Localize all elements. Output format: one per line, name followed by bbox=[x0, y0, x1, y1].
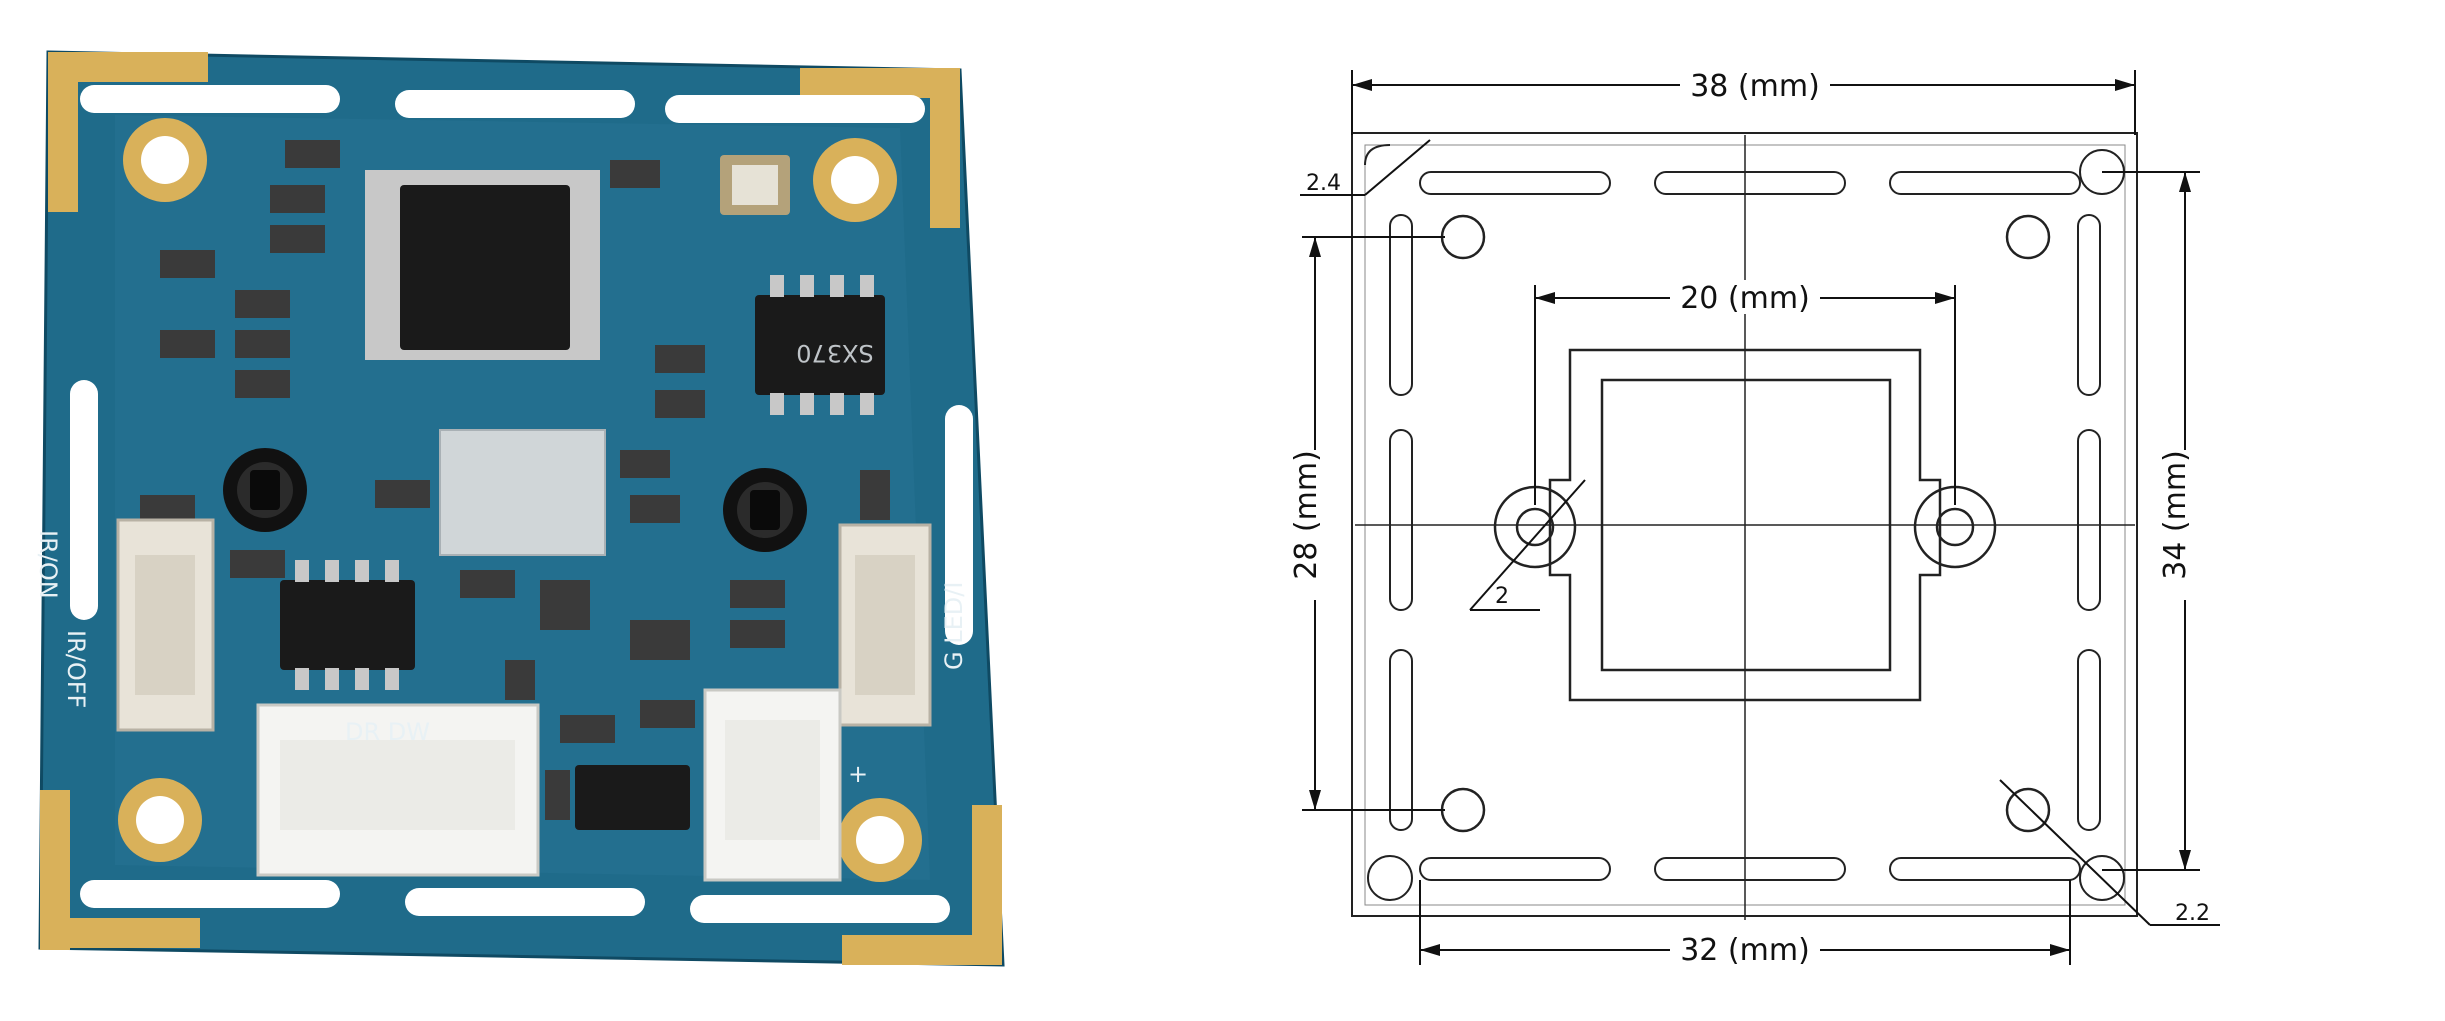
dimension-drawing: 38 (mm) 20 (mm) 32 (mm) 28 (mm) 34 (mm) … bbox=[1289, 68, 2220, 968]
mounting-slots bbox=[70, 85, 973, 923]
transistor bbox=[575, 765, 690, 830]
metal-shield-patch bbox=[439, 429, 606, 556]
hole-dia-label: 2.2 bbox=[2175, 901, 2210, 926]
corner-radius-label: 2.4 bbox=[1306, 171, 1341, 196]
connectors bbox=[116, 518, 932, 882]
gold-corner-pads bbox=[40, 52, 1002, 965]
lens-hole-label: 2 bbox=[1495, 584, 1509, 609]
arrowheads bbox=[1309, 79, 2191, 956]
sx370-chip-label: SX370 bbox=[796, 339, 873, 367]
dimension-lines bbox=[1300, 70, 2220, 965]
screws bbox=[223, 448, 807, 552]
drawing-slots bbox=[1389, 171, 2101, 881]
mounting-holes bbox=[118, 118, 922, 882]
dim-hole-spacing-h-label: 32 (mm) bbox=[1680, 933, 1810, 968]
dim-hole-spacing-v-label: 28 (mm) bbox=[1289, 450, 1324, 580]
camera-board-photo: SX370 bbox=[34, 50, 1005, 967]
label-backgrounds bbox=[1298, 68, 2202, 967]
sx370-chip: SX370 bbox=[755, 275, 885, 415]
silkscreen-ir-off: IR/OFF bbox=[62, 630, 90, 708]
dim-height-label: 34 (mm) bbox=[2158, 450, 2193, 580]
silkscreen-plus: + bbox=[848, 760, 868, 788]
dim-inner-label: 20 (mm) bbox=[1680, 281, 1810, 316]
smd-components bbox=[140, 140, 890, 820]
main-processor-chip bbox=[365, 170, 600, 360]
dim-width-label: 38 (mm) bbox=[1690, 69, 1820, 104]
lower-soic-chip bbox=[280, 560, 415, 690]
silkscreen-g-ledi: G LED/I bbox=[940, 582, 968, 670]
crystal-oscillator bbox=[720, 155, 790, 215]
silkscreen-dr-dw: DR DW bbox=[345, 718, 430, 746]
silkscreen-ir-on: IR/ON bbox=[34, 530, 62, 599]
